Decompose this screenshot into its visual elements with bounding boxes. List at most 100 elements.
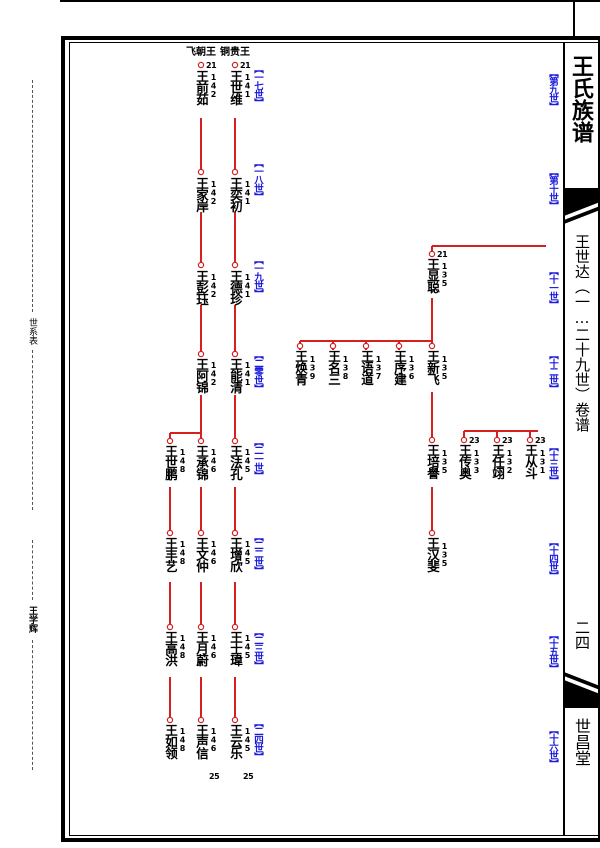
parent-num: 23: [535, 436, 546, 445]
person-num: 146: [209, 727, 218, 753]
person-name: 王承锦: [194, 445, 209, 480]
person-num: 146: [209, 448, 218, 474]
person-name: 王家岸: [194, 177, 209, 212]
person-name: 王高洪: [163, 631, 178, 666]
person-name: 王汉斐: [425, 537, 440, 572]
person-num: 135: [440, 449, 449, 475]
person-num: 148: [178, 727, 187, 753]
margin-dash-4: [32, 640, 33, 770]
person-name: 王世鹏: [163, 445, 178, 480]
person-num: 145: [243, 448, 252, 474]
person-name: 王云乐: [228, 724, 243, 759]
person-name: 王如领: [163, 724, 178, 759]
gen-label-14: 【十四世】: [547, 537, 558, 580]
gen-label-19: 【一九世】: [252, 255, 263, 298]
gen-label-22: 【二二世】: [252, 532, 263, 575]
gen-label-11: 【十一世】: [547, 266, 558, 309]
person-name: 王文仲: [194, 537, 209, 572]
person-name: 王丰艺: [163, 537, 178, 572]
person-num: 141: [243, 273, 252, 299]
person-name: 王法孔: [228, 445, 243, 480]
margin-dash-2: [32, 350, 33, 510]
column-head-right: 铜贵王: [220, 47, 250, 58]
person-num: 138: [341, 355, 350, 381]
person-name: 王能清: [228, 358, 243, 393]
person-name: 王焕青: [293, 350, 308, 385]
person-name: 王世维: [228, 70, 243, 105]
person-name: 王奕初: [228, 177, 243, 212]
spine-divider: [563, 42, 565, 836]
person-num: 142: [209, 73, 218, 99]
person-name: 王显聪: [425, 258, 440, 293]
person-num: 136: [407, 355, 416, 381]
person-num: 131: [538, 449, 547, 475]
margin-label-bottom: 王学辉: [27, 606, 37, 633]
parent-num: 23: [469, 436, 480, 445]
parent-num: 21: [240, 61, 251, 70]
person-name: 王德珍: [228, 270, 243, 305]
person-num: 133: [472, 449, 481, 475]
gen-label-9: 【第九世】: [547, 68, 558, 111]
gen-label-24: 【二四世】: [252, 718, 263, 761]
margin-dash-1: [32, 80, 33, 312]
person-num: 145: [243, 727, 252, 753]
person-name: 王前茹: [194, 70, 209, 105]
person-num: 137: [374, 355, 383, 381]
next-page-num: 25: [243, 772, 254, 781]
person-num: 145: [243, 540, 252, 566]
person-num: 142: [209, 361, 218, 387]
fishtail-upper-icon: [564, 188, 600, 224]
parent-num: 21: [437, 250, 448, 259]
gen-label-23: 【二三世】: [252, 627, 263, 670]
spine-hall-name: 世昌堂: [572, 718, 591, 766]
gen-label-16: 【十六世】: [547, 725, 558, 768]
person-num: 148: [178, 448, 187, 474]
person-num: 148: [178, 540, 187, 566]
person-name: 王新飞: [425, 350, 440, 385]
person-num: 135: [440, 542, 449, 568]
person-name: 王阿锦: [194, 358, 209, 393]
person-num: 132: [505, 449, 514, 475]
spine-title: 王氏族谱: [568, 55, 594, 143]
gen-label-15: 【十五世】: [547, 630, 558, 673]
person-name: 王增欣: [228, 537, 243, 572]
person-num: 146: [209, 634, 218, 660]
gen-label-18: 【一八世】: [252, 158, 263, 201]
parent-num: 21: [206, 61, 217, 70]
gen-label-10: 【第十世】: [547, 167, 558, 210]
gen-label-21: 【二一世】: [252, 437, 263, 480]
page-frame-inner: [69, 42, 598, 836]
person-num: 141: [243, 361, 252, 387]
person-name: 王序建: [392, 350, 407, 385]
person-num: 141: [243, 73, 252, 99]
gen-label-12: 【十二世】: [547, 350, 558, 393]
gen-label-20: 【二零世】: [252, 350, 263, 393]
person-name: 王从斗: [523, 444, 538, 479]
person-name: 王传奥: [457, 444, 472, 479]
gen-label-17: 【一七世】: [252, 64, 263, 107]
spine-volume: 王世达（一…二十九世）卷谱: [573, 234, 591, 432]
spine-page-number: 二四: [573, 620, 591, 650]
next-page-num: 25: [209, 772, 220, 781]
person-name: 王培譽: [425, 444, 440, 479]
top-edge-line: [60, 0, 600, 2]
page-frame-outer: [61, 36, 598, 842]
column-head-left: 飞朝王: [186, 47, 216, 58]
person-name: 王月蔚: [194, 631, 209, 666]
person-num: 142: [209, 180, 218, 206]
person-name: 王任翊: [490, 444, 505, 479]
person-name: 王士瑋: [228, 631, 243, 666]
parent-num: 23: [502, 436, 513, 445]
person-num: 141: [243, 180, 252, 206]
right-border: [598, 36, 600, 842]
person-num: 135: [440, 355, 449, 381]
person-name: 王声信: [194, 724, 209, 759]
person-num: 135: [440, 262, 449, 288]
person-name: 王语道: [359, 350, 374, 385]
fishtail-lower-icon: [564, 672, 600, 708]
person-name: 王名三: [326, 350, 341, 385]
margin-dash-3: [32, 540, 33, 600]
person-num: 148: [178, 634, 187, 660]
person-num: 142: [209, 273, 218, 299]
